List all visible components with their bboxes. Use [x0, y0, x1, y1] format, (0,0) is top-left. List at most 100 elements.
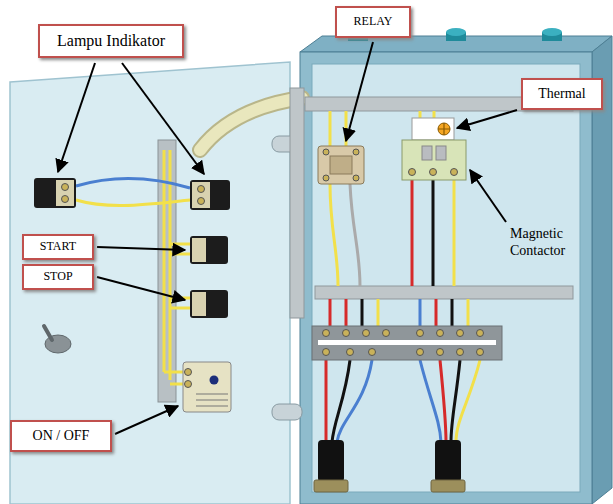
terminal-screw	[369, 349, 376, 356]
relay	[318, 146, 364, 184]
leader-arrow	[115, 406, 178, 434]
terminal-screw	[451, 169, 458, 176]
terminal-screw	[185, 381, 192, 388]
thermal-overload	[412, 118, 454, 140]
terminal-screw	[430, 169, 437, 176]
wire-red	[325, 360, 328, 442]
wire-blue	[337, 360, 372, 442]
leader-arrow	[97, 247, 185, 250]
terminal-screw	[198, 186, 205, 193]
cable-knob	[542, 28, 562, 36]
wire-yellow	[330, 111, 346, 146]
callout-box: RELAY	[335, 6, 411, 38]
leader-arrow	[58, 63, 95, 172]
din-rail	[158, 140, 176, 402]
terminal-screw	[353, 175, 359, 181]
on-off-switch	[183, 362, 231, 412]
wire-red	[440, 360, 446, 442]
leader-lines	[58, 42, 517, 434]
wire-blue	[419, 299, 422, 326]
callout-text: Lampu Indikator	[57, 32, 165, 50]
terminal-block	[312, 326, 502, 360]
leader-arrow	[470, 170, 506, 222]
button-terminal	[192, 292, 206, 316]
lamp-terminal	[192, 182, 210, 208]
terminal-screw	[62, 196, 69, 203]
indicator-lamp	[34, 178, 76, 208]
terminal-screw	[457, 330, 464, 337]
cable-tube-outline	[200, 98, 302, 150]
callout-box: Thermal	[521, 78, 603, 110]
wire-black	[451, 299, 454, 326]
button-terminal	[192, 238, 206, 262]
switch-dot	[210, 376, 219, 385]
leader-arrow	[97, 277, 185, 300]
callout-text: ON / OFF	[33, 428, 90, 444]
wire-yellow	[377, 299, 380, 326]
callout-box: ON / OFF	[10, 420, 112, 452]
terminal-screw	[323, 349, 330, 356]
cable-gland	[435, 440, 461, 482]
callout-text: START	[40, 240, 76, 254]
leader-arrow	[122, 63, 204, 174]
terminal-screws	[323, 330, 484, 356]
terminal-screw	[409, 169, 416, 176]
start-button	[190, 236, 228, 264]
wire-red	[435, 299, 438, 326]
wire-yellow	[456, 360, 480, 442]
callout-box: Lampu Indikator	[38, 24, 184, 58]
terminal-screw	[417, 349, 424, 356]
cable-knob	[446, 28, 466, 36]
indicator-lamp	[190, 180, 230, 210]
door-hinge	[272, 404, 302, 420]
callout-text: RELAY	[354, 15, 393, 29]
thermal-dial	[438, 123, 450, 135]
cable-duct	[290, 88, 304, 318]
contactor-window	[422, 146, 432, 160]
terminal-screw	[323, 149, 329, 155]
magnetic-contactor	[402, 140, 466, 180]
terminal-screw	[457, 349, 464, 356]
wire-black	[361, 299, 364, 326]
callout-text: STOP	[43, 270, 72, 284]
terminal-screw	[383, 330, 390, 337]
relay-cover	[330, 156, 352, 174]
toggle-lever	[44, 326, 52, 340]
callout-text: Thermal	[538, 86, 585, 102]
gland-cap	[431, 480, 465, 492]
terminal-screw	[477, 330, 484, 337]
cabinet-frame	[300, 52, 592, 504]
panel-door	[10, 62, 290, 504]
wire-blue	[420, 360, 441, 442]
cable-gland	[318, 440, 344, 482]
dial-cross	[438, 123, 450, 135]
terminal-screw	[323, 175, 329, 181]
wire-black	[432, 180, 435, 286]
terminal-screw	[323, 330, 330, 337]
cabinet-inner	[312, 64, 580, 492]
wire-yellow	[420, 111, 434, 118]
wire-yellow	[76, 200, 190, 205]
part-label: Magnetic Contactor	[510, 226, 606, 260]
cable-duct	[315, 286, 573, 299]
lamp-terminal	[56, 180, 74, 206]
wire-yellow	[467, 299, 470, 326]
leader-arrow	[346, 42, 373, 141]
terminal-screw	[417, 330, 424, 337]
wire-yellow	[330, 184, 338, 286]
stop-button	[190, 290, 228, 318]
leader-arrow	[457, 110, 517, 128]
terminal-strip	[318, 340, 496, 345]
cable-tube	[200, 98, 302, 150]
gland-cap	[314, 480, 348, 492]
callout-box: START	[22, 234, 94, 260]
terminal-screw	[363, 330, 370, 337]
wire-blue	[76, 179, 190, 188]
terminal-screw	[185, 369, 192, 376]
callout-box: STOP	[22, 264, 94, 290]
wire-yellow	[453, 180, 456, 286]
terminal-screw	[343, 330, 350, 337]
terminal-screw	[477, 349, 484, 356]
wire-red	[411, 180, 414, 286]
